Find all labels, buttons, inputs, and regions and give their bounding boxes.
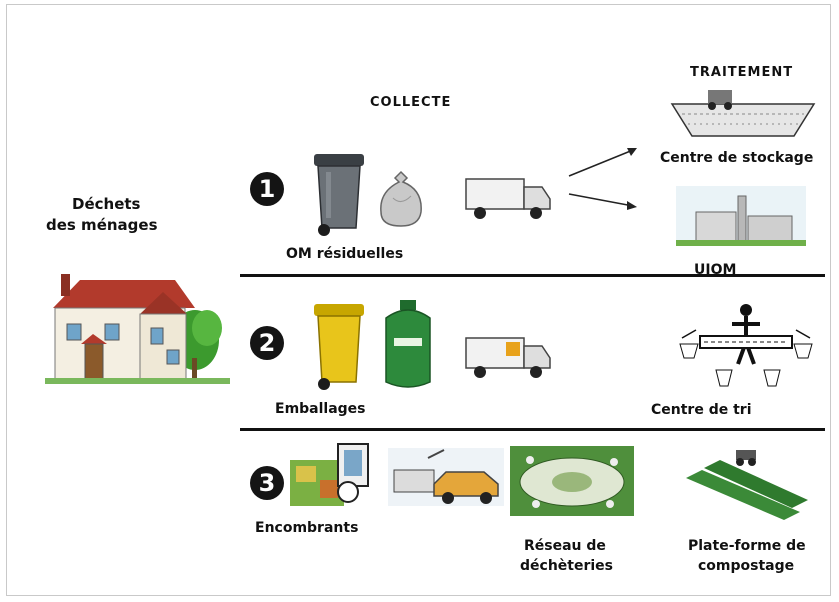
arrows-to-treatment (568, 148, 637, 210)
drop-off-label-line2: déchèteries (520, 558, 613, 574)
row-3-label: Encombrants (255, 520, 359, 536)
trash-bag-icon (380, 170, 422, 227)
glass-container-icon (385, 300, 431, 388)
recycling-truck-icon (465, 337, 551, 378)
row-separator (240, 428, 825, 431)
row-1-badge: 1 (250, 172, 284, 206)
landfill-label: Centre de stockage (660, 150, 814, 166)
diagram-frame (6, 4, 831, 596)
garbage-truck-icon (465, 178, 551, 219)
sorting-center-icon (679, 304, 813, 387)
car-drop-off-icon (388, 448, 504, 506)
row-separator (240, 274, 825, 277)
treatment-header: TRAITEMENT (690, 65, 794, 80)
source-label-line1: Déchets (72, 195, 141, 213)
incinerator-icon (676, 186, 806, 246)
row-1-label: OM résiduelles (286, 246, 404, 262)
yellow-bin-icon (314, 304, 364, 390)
collect-header: COLLECTE (370, 95, 452, 110)
house-icon (45, 274, 230, 384)
bulky-waste-icon (290, 443, 369, 506)
drop-off-label-line1: Réseau de (524, 538, 606, 554)
sorting-center-label: Centre de tri (651, 402, 752, 418)
drop-off-network-icon (510, 446, 634, 516)
compost-label-line2: compostage (698, 558, 795, 574)
row-3-badge: 3 (250, 466, 284, 500)
source-label-line2: des ménages (46, 216, 158, 234)
row-2-label: Emballages (275, 401, 366, 417)
incinerator-label: UIOM (694, 262, 737, 278)
composting-platform-icon (686, 450, 808, 520)
grey-bin-icon (314, 154, 364, 236)
row-2-badge: 2 (250, 326, 284, 360)
compost-label-line1: Plate-forme de (688, 538, 806, 554)
landfill-icon (670, 90, 816, 137)
